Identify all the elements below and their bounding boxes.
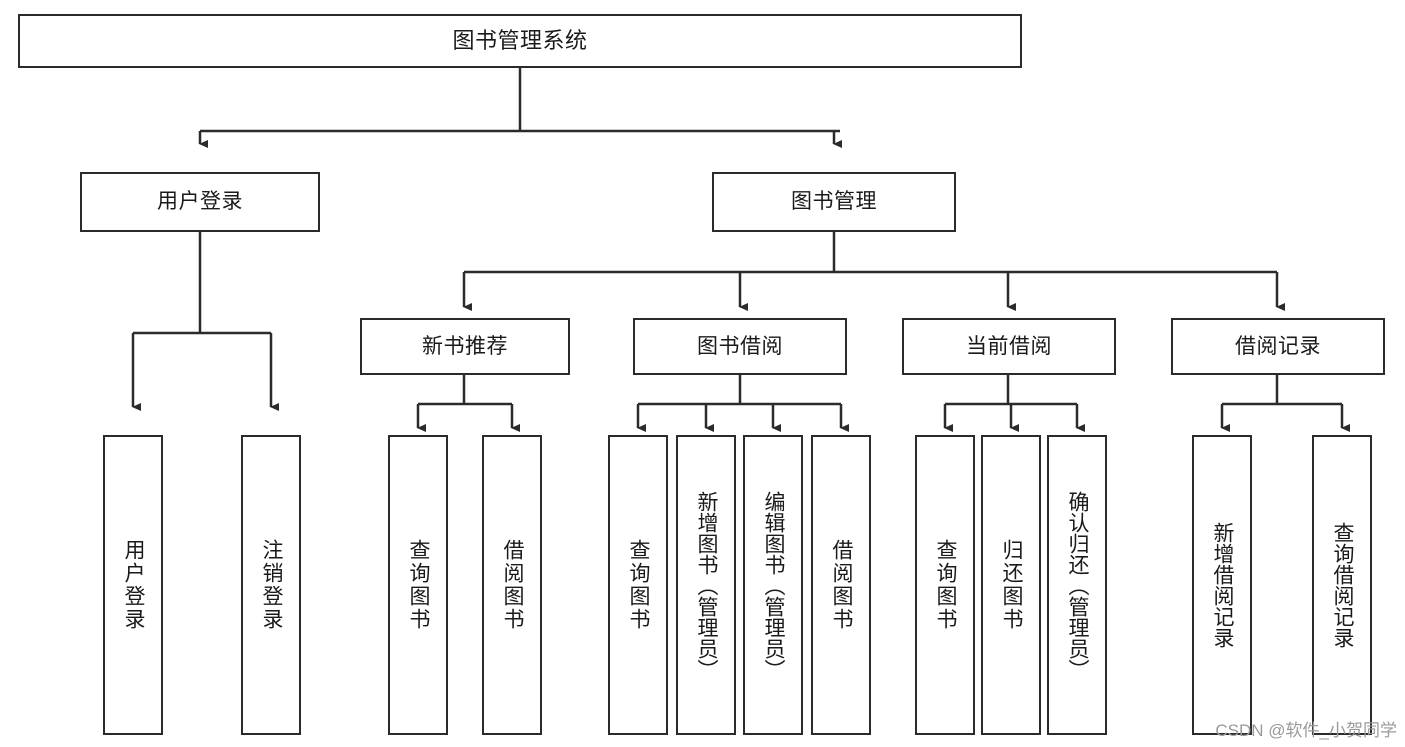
leaf-current-borrow-confirm-return-admin[interactable]: 确认归还（管理员） [1047,435,1107,735]
node-borrow-record[interactable]: 借阅记录 [1171,318,1385,375]
leaf-current-borrow-query-book[interactable]: 查询图书 [915,435,975,735]
leaf-book-borrow-add-book-admin[interactable]: 新增图书（管理员） [676,435,736,735]
node-root-book-management-system[interactable]: 图书管理系统 [18,14,1022,68]
leaf-user-login-logout[interactable]: 注销登录 [241,435,301,735]
leaf-book-borrow-query-book[interactable]: 查询图书 [608,435,668,735]
node-current-borrow[interactable]: 当前借阅 [902,318,1116,375]
leaf-user-login-login[interactable]: 用户登录 [103,435,163,735]
leaf-borrow-record-query-record[interactable]: 查询借阅记录 [1312,435,1372,735]
node-book-borrow[interactable]: 图书借阅 [633,318,847,375]
node-user-login[interactable]: 用户登录 [80,172,320,232]
leaf-new-book-borrow-book[interactable]: 借阅图书 [482,435,542,735]
leaf-borrow-record-add-record[interactable]: 新增借阅记录 [1192,435,1252,735]
node-book-management[interactable]: 图书管理 [712,172,956,232]
leaf-book-borrow-borrow-book[interactable]: 借阅图书 [811,435,871,735]
node-new-book-recommend[interactable]: 新书推荐 [360,318,570,375]
leaf-book-borrow-edit-book-admin[interactable]: 编辑图书（管理员） [743,435,803,735]
leaf-new-book-query-book[interactable]: 查询图书 [388,435,448,735]
csdn-watermark: CSDN @软件_小贺同学 [1215,721,1397,740]
leaf-current-borrow-return-book[interactable]: 归还图书 [981,435,1041,735]
